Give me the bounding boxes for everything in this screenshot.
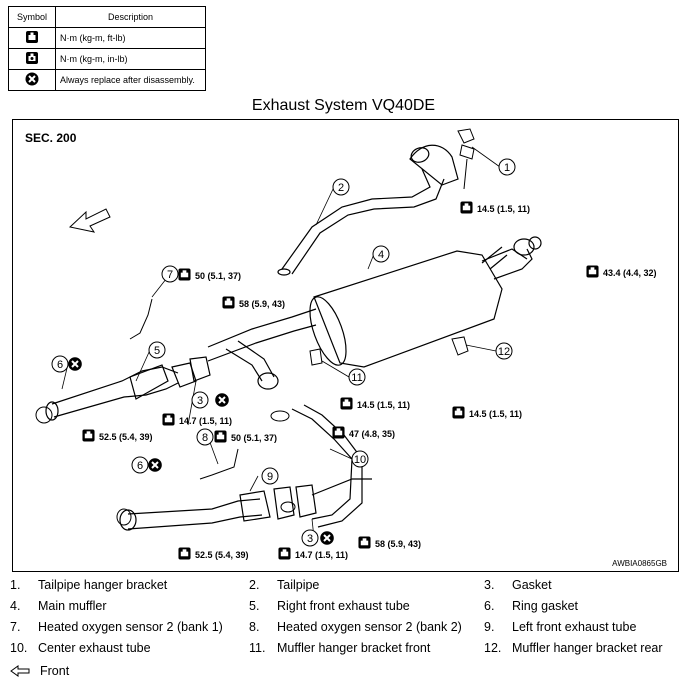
torque-wrench-small-icon (26, 52, 38, 64)
symbol-legend-table: Symbol Description N·m (kg-m, ft-lb) N·m… (8, 6, 206, 91)
svg-text:4: 4 (378, 249, 384, 261)
callout-7: 7 (161, 265, 179, 283)
front-arrow-icon (68, 208, 111, 233)
main-muffler (309, 236, 542, 368)
front-legend: Front (10, 664, 69, 678)
svg-text:52.5 (5.4, 39): 52.5 (5.4, 39) (99, 432, 153, 442)
part-item: 3.Gasket (484, 578, 552, 592)
torque-label-13: 58 (5.9, 43) (358, 536, 421, 549)
legend-description: N·m (kg-m, ft-lb) (55, 27, 206, 49)
torque-label-10: 50 (5.1, 37) (214, 430, 277, 443)
front-arrow-icon (10, 665, 30, 677)
part-item: 5.Right front exhaust tube (249, 599, 410, 613)
diagram-title: Exhaust System VQ40DE (251, 97, 436, 114)
callouts: 1 2 4 7 5 6 3 8 6 9 10 11 12 3 (51, 158, 516, 547)
leader-lines (61, 146, 501, 539)
svg-text:14.7 (1.5, 11): 14.7 (1.5, 11) (179, 416, 232, 426)
torque-label-2: 43.4 (4.4, 32) (586, 265, 657, 278)
torque-label-5: 14.5 (1.5, 11) (340, 397, 410, 410)
legend-row: N·m (kg-m, in-lb) (8, 48, 206, 70)
legend-header-symbol: Symbol (8, 6, 56, 28)
torque-label-3: 50 (5.1, 37) (178, 268, 241, 281)
front-label: Front (40, 664, 70, 678)
section-label: SEC. 200 (25, 131, 77, 145)
callout-9: 9 (261, 467, 279, 485)
torque-labels: 14.5 (1.5, 11) 43.4 (4.4, 32) 50 (5.1, 3… (82, 201, 657, 560)
svg-text:50 (5.1, 37): 50 (5.1, 37) (195, 271, 241, 281)
part-item: 11.Muffler hanger bracket front (249, 641, 431, 655)
callout-2: 2 (332, 178, 350, 196)
svg-text:43.4 (4.4, 32): 43.4 (4.4, 32) (603, 268, 657, 278)
part-item: 7.Heated oxygen sensor 2 (bank 1) (10, 620, 223, 634)
svg-text:14.5 (1.5, 11): 14.5 (1.5, 11) (357, 400, 410, 410)
torque-label-9: 52.5 (5.4, 39) (82, 429, 153, 442)
svg-text:11: 11 (351, 372, 362, 384)
callout-3: 3 (191, 391, 209, 409)
torque-label-1: 14.5 (1.5, 11) (460, 201, 530, 214)
svg-text:14.5 (1.5, 11): 14.5 (1.5, 11) (477, 204, 530, 214)
svg-text:6: 6 (137, 460, 143, 472)
svg-text:8: 8 (202, 432, 208, 444)
replace-icon (25, 72, 39, 86)
parts-row: 10.Center exhaust tube 11.Muffler hanger… (0, 641, 687, 661)
svg-text:58 (5.9, 43): 58 (5.9, 43) (239, 299, 285, 309)
legend-row: Always replace after disassembly. (8, 69, 206, 91)
figure-code: AWBIA0865GB (612, 559, 667, 568)
left-front-exhaust-tube (119, 478, 372, 531)
legend-row: N·m (kg-m, ft-lb) (8, 27, 206, 49)
callout-5: 5 (148, 341, 166, 359)
callout-11: 11 (348, 368, 366, 386)
legend-header-description: Description (55, 6, 206, 28)
part-item: 4.Main muffler (10, 599, 107, 613)
svg-text:7: 7 (167, 269, 173, 281)
callout-3b: 3 (301, 529, 319, 547)
torque-label-12: 14.7 (1.5, 11) (278, 547, 348, 560)
svg-text:9: 9 (267, 471, 273, 483)
svg-text:12: 12 (498, 346, 510, 358)
part-item: 9.Left front exhaust tube (484, 620, 637, 634)
svg-text:52.5 (5.4, 39): 52.5 (5.4, 39) (195, 550, 249, 560)
callout-6b: 6 (131, 456, 149, 474)
svg-text:58 (5.9, 43): 58 (5.9, 43) (375, 539, 421, 549)
svg-text:1: 1 (504, 162, 510, 174)
svg-text:3: 3 (197, 395, 203, 407)
svg-text:10: 10 (354, 454, 366, 466)
part-item: 10.Center exhaust tube (10, 641, 151, 655)
part-item: 12.Muffler hanger bracket rear (484, 641, 663, 655)
parts-row: 7.Heated oxygen sensor 2 (bank 1) 8.Heat… (0, 620, 687, 640)
svg-text:3: 3 (307, 533, 313, 545)
part-item: 6.Ring gasket (484, 599, 579, 613)
tailpipe-hanger-bracket (457, 128, 475, 190)
torque-label-8: 47 (4.8, 35) (332, 426, 395, 439)
legend-description: N·m (kg-m, in-lb) (55, 48, 206, 70)
exhaust-diagram: SEC. 200 (25, 128, 667, 568)
svg-text:14.7 (1.5, 11): 14.7 (1.5, 11) (295, 550, 348, 560)
parts-row: 1.Tailpipe hanger bracket 2.Tailpipe 3.G… (0, 578, 687, 598)
svg-text:47 (4.8, 35): 47 (4.8, 35) (349, 429, 395, 439)
svg-text:6: 6 (57, 359, 63, 371)
callout-1: 1 (498, 158, 516, 176)
svg-text:50 (5.1, 37): 50 (5.1, 37) (231, 433, 277, 443)
part-item: 8.Heated oxygen sensor 2 (bank 2) (249, 620, 462, 634)
callout-10: 10 (351, 450, 369, 468)
svg-text:2: 2 (338, 182, 344, 194)
diagram-frame (12, 119, 679, 572)
torque-label-6: 14.5 (1.5, 11) (452, 406, 522, 419)
tailpipe (277, 144, 459, 276)
svg-text:5: 5 (154, 345, 160, 357)
legend-description: Always replace after disassembly. (55, 69, 206, 91)
gaskets-sensors (35, 298, 469, 526)
callout-4: 4 (372, 245, 390, 263)
torque-label-11: 52.5 (5.4, 39) (178, 547, 249, 560)
torque-label-4: 58 (5.9, 43) (222, 296, 285, 309)
callout-8: 8 (196, 428, 214, 446)
torque-label-7: 14.7 (1.5, 11) (162, 413, 232, 426)
part-item: 2.Tailpipe (249, 578, 320, 592)
torque-wrench-icon (26, 31, 38, 43)
callout-12: 12 (495, 342, 513, 360)
callout-6: 6 (51, 355, 69, 373)
parts-row: 4.Main muffler 5.Right front exhaust tub… (0, 599, 687, 619)
svg-text:14.5 (1.5, 11): 14.5 (1.5, 11) (469, 409, 522, 419)
part-item: 1.Tailpipe hanger bracket (10, 578, 168, 592)
